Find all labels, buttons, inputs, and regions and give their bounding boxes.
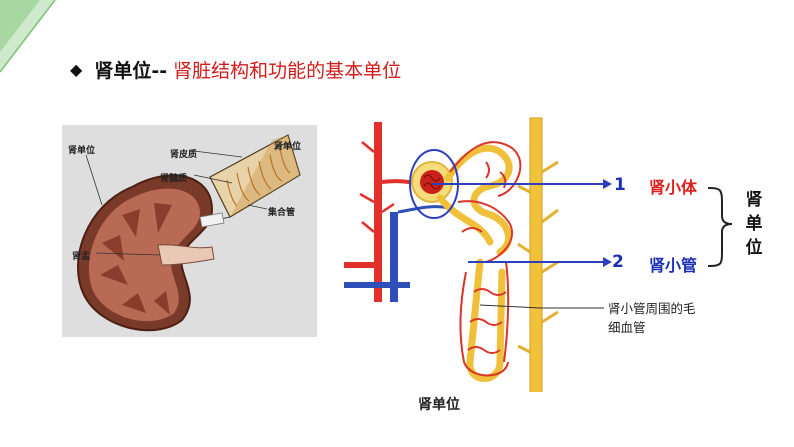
heading-subtitle: 肾脏结构和功能的基本单位 — [173, 60, 402, 82]
page-heading: ◆ 肾单位-- 肾脏结构和功能的基本单位 — [70, 56, 401, 83]
group-bracket — [707, 187, 733, 267]
label-pelvis: 肾盂 — [72, 252, 91, 262]
label-nephron-zoom: 肾单位 — [274, 142, 302, 152]
arrow-head-2 — [603, 257, 612, 267]
nephron-illustration — [344, 117, 559, 392]
diamond-bullet-icon: ◆ — [70, 60, 83, 79]
heading-title: 肾单位-- — [94, 60, 168, 82]
label-nephron: 肾单位 — [68, 146, 96, 156]
label-medulla: 肾髓质 — [160, 174, 188, 184]
term-renal-tubule: 肾小管 — [649, 256, 698, 275]
item-number-1: 1 — [614, 175, 626, 195]
nephron-caption: 肾单位 — [418, 397, 460, 413]
arrow-head-1 — [603, 179, 612, 189]
corner-decoration — [0, 0, 56, 73]
item-number-2: 2 — [612, 252, 624, 272]
note-leader-line — [479, 304, 604, 309]
label-collecting-duct: 集合管 — [268, 208, 296, 218]
group-label-nephron: 肾单位 — [745, 190, 763, 258]
kidney-diagram: 肾单位 肾皮质 肾髓质 肾单位 集合管 肾盂 — [62, 125, 317, 337]
kidney-illustration — [76, 134, 301, 332]
term-renal-corpuscle: 肾小体 — [649, 178, 698, 197]
label-cortex: 肾皮质 — [170, 150, 198, 160]
capillary-note: 肾小管周围的毛细血管 — [608, 301, 696, 335]
